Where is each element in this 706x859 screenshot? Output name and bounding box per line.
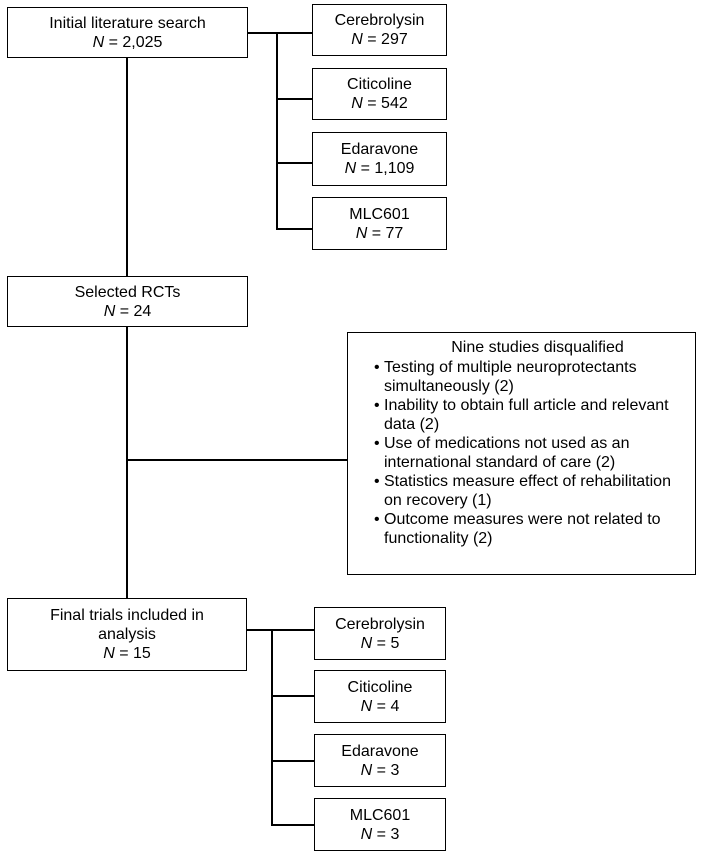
split-name: Cerebrolysin	[335, 615, 425, 633]
split-name: Edaravone	[340, 141, 419, 158]
bullet-icon: •	[374, 473, 380, 490]
split-name: Cerebrolysin	[334, 12, 425, 29]
connector-final-split-3	[271, 760, 314, 762]
connector-initial-to-split	[247, 32, 277, 34]
connector-initial-split-4	[276, 228, 312, 230]
split-name: Citicoline	[347, 76, 412, 93]
bullet-icon: •	[374, 435, 380, 452]
bullet-icon: •	[374, 359, 380, 376]
exclusion-item: •Statistics measure effect of rehabilita…	[374, 473, 671, 509]
initial-split-mlc601: MLC601 N = 77	[312, 197, 447, 250]
exclusion-item: •Testing of multiple neuroprotectants si…	[374, 359, 637, 395]
exclusion-item: •Outcome measures were not related to fu…	[374, 511, 661, 547]
final-split-edaravone: Edaravone N = 3	[314, 734, 446, 787]
split-count: N = 3	[360, 761, 400, 779]
connector-final-split-1	[271, 629, 314, 631]
bullet-icon: •	[374, 397, 380, 414]
exclusion-item: •Inability to obtain full article and re…	[374, 397, 669, 433]
split-name: MLC601	[349, 205, 410, 223]
connector-initial-split-2	[276, 98, 312, 100]
initial-split-edaravone: Edaravone N = 1,109	[312, 132, 447, 186]
split-count: N = 1,109	[344, 160, 415, 177]
connector-initial-split-1	[276, 32, 312, 34]
initial-search-title: Initial literature search	[49, 14, 206, 32]
split-name: Edaravone	[341, 742, 419, 760]
initial-split-cerebrolysin: Cerebrolysin N = 297	[312, 4, 447, 56]
final-trials-title: Final trials included in analysis	[50, 607, 204, 643]
initial-split-citicoline: Citicoline N = 542	[312, 68, 447, 120]
exclusion-box: Nine studies disqualified •Testing of mu…	[347, 332, 696, 575]
split-name: Citicoline	[347, 678, 413, 696]
final-split-cerebrolysin: Cerebrolysin N = 5	[314, 607, 446, 660]
bullet-icon: •	[374, 511, 380, 528]
exclusion-list: •Testing of multiple neuroprotectants si…	[358, 358, 687, 548]
split-count: N = 4	[360, 697, 400, 715]
selected-rcts-box: Selected RCTs N = 24	[7, 276, 248, 327]
connector-initial-to-selected	[126, 58, 128, 276]
final-split-citicoline: Citicoline N = 4	[314, 670, 446, 723]
final-trials-box: Final trials included in analysis N = 15	[7, 598, 247, 671]
split-count: N = 3	[360, 825, 400, 843]
connector-final-split-2	[271, 695, 314, 697]
exclusion-item: •Use of medications not used as an inter…	[374, 435, 630, 471]
split-count: N = 297	[351, 31, 408, 48]
split-count: N = 542	[351, 95, 408, 112]
connector-final-split-trunk	[271, 629, 273, 826]
exclusion-heading: Nine studies disqualified	[451, 339, 624, 356]
final-split-mlc601: MLC601 N = 3	[314, 798, 446, 851]
initial-search-box: Initial literature search N = 2,025	[7, 7, 248, 58]
selected-rcts-count: N = 24	[103, 302, 152, 320]
connector-to-excluded	[126, 459, 348, 461]
split-count: N = 5	[360, 634, 400, 652]
selected-rcts-title: Selected RCTs	[74, 283, 181, 301]
connector-initial-split-trunk	[276, 32, 278, 230]
connector-final-to-split	[245, 629, 273, 631]
split-count: N = 77	[355, 224, 404, 242]
final-trials-count: N = 15	[103, 645, 151, 662]
connector-initial-split-3	[276, 162, 312, 164]
initial-search-count: N = 2,025	[92, 33, 163, 51]
connector-final-split-4	[271, 824, 314, 826]
split-name: MLC601	[349, 806, 411, 824]
connector-selected-to-final	[126, 326, 128, 598]
